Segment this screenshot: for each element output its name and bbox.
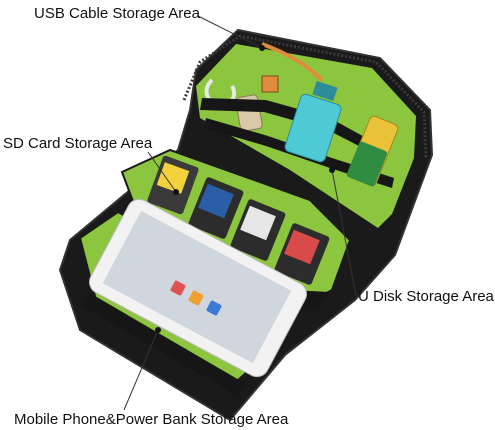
sd-card-2 xyxy=(188,177,244,239)
leader-lines xyxy=(123,15,357,411)
sd-card-1 xyxy=(147,155,199,215)
sd-card-3 xyxy=(230,199,286,261)
phone-powerbank-label: Mobile Phone&Power Bank Storage Area xyxy=(14,411,289,428)
sd-card-label: SD Card Storage Area xyxy=(3,135,153,152)
battery xyxy=(346,115,399,187)
usb-drive xyxy=(284,80,342,163)
usb-cable xyxy=(261,42,324,93)
leader-dots xyxy=(155,45,335,333)
u-disk-label: U Disk Storage Area xyxy=(358,288,494,305)
usb-cable-label: USB Cable Storage Area xyxy=(34,5,200,22)
bottom-compartment xyxy=(78,198,307,396)
mobile-phone xyxy=(89,198,307,378)
sd-card-4 xyxy=(274,223,330,285)
